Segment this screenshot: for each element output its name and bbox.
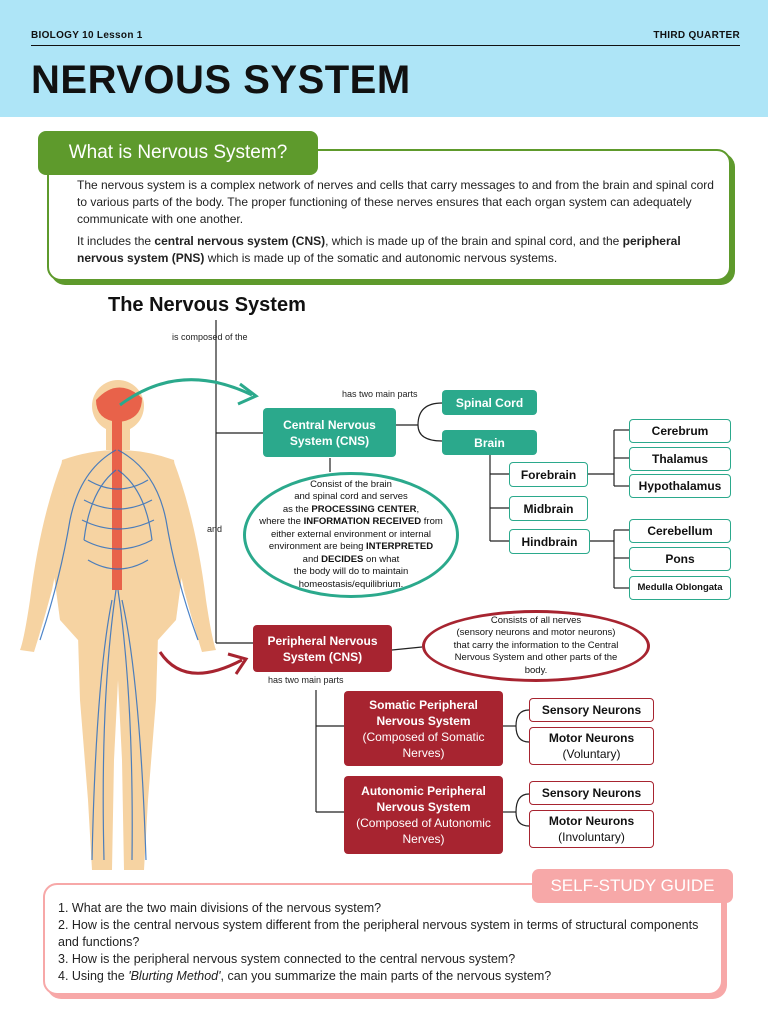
- motor-neurons-somatic: Motor Neurons (Voluntary): [529, 727, 654, 765]
- intro-heading: What is Nervous System?: [38, 131, 318, 175]
- page-header: BIOLOGY 10 Lesson 1 THIRD QUARTER NERVOU…: [0, 0, 768, 117]
- pons-box: Pons: [629, 547, 731, 571]
- pns-box: Peripheral Nervous System (CNS): [253, 625, 392, 672]
- header-divider: [31, 45, 740, 46]
- pns-description: Consists of all nerves (sensory neurons …: [422, 610, 650, 682]
- motor-neurons-autonomic: Motor Neurons (Involuntary): [529, 810, 654, 848]
- spinal-cord-box: Spinal Cord: [442, 390, 537, 415]
- quarter-label: THIRD QUARTER: [653, 30, 740, 41]
- human-body-illustration: [20, 380, 216, 870]
- somatic-box: Somatic Peripheral Nervous System (Compo…: [344, 691, 503, 766]
- intro-text: The nervous system is a complex network …: [77, 177, 717, 272]
- intro-box: [47, 149, 731, 281]
- and-label: and: [207, 524, 223, 534]
- question-4: 4. Using the 'Blurting Method', can you …: [58, 969, 552, 983]
- autonomic-title: Autonomic Peripheral Nervous System: [361, 784, 486, 814]
- cns-box: Central Nervous System (CNS): [263, 408, 396, 457]
- self-study-questions: 1. What are the two main divisions of th…: [58, 900, 718, 985]
- thalamus-box: Thalamus: [629, 447, 731, 471]
- autonomic-box: Autonomic Peripheral Nervous System (Com…: [344, 776, 503, 854]
- question-2: 2. How is the central nervous system dif…: [58, 918, 699, 949]
- cns-parts-label: has two main parts: [342, 389, 418, 399]
- course-label: BIOLOGY 10 Lesson 1: [31, 30, 143, 41]
- intro-paragraph-1: The nervous system is a complex network …: [77, 178, 714, 226]
- pns-parts-label: has two main parts: [268, 675, 344, 685]
- self-study-heading: SELF-STUDY GUIDE: [532, 869, 733, 903]
- hindbrain-box: Hindbrain: [509, 529, 590, 554]
- hypothalamus-box: Hypothalamus: [629, 474, 731, 498]
- midbrain-box: Midbrain: [509, 496, 588, 521]
- cerebrum-box: Cerebrum: [629, 419, 731, 443]
- page-title: NERVOUS SYSTEM: [31, 58, 411, 102]
- composed-label: is composed of the: [172, 332, 248, 342]
- question-3: 3. How is the peripheral nervous system …: [58, 952, 516, 966]
- intro-paragraph-2: It includes the central nervous system (…: [77, 234, 681, 265]
- medulla-box: Medulla Oblongata: [629, 576, 731, 600]
- cerebellum-box: Cerebellum: [629, 519, 731, 543]
- sensory-neurons-autonomic: Sensory Neurons: [529, 781, 654, 805]
- cns-description: Consist of the brain and spinal cord and…: [243, 472, 459, 598]
- diagram-title: The Nervous System: [108, 294, 306, 316]
- sensory-neurons-somatic: Sensory Neurons: [529, 698, 654, 722]
- forebrain-box: Forebrain: [509, 462, 588, 487]
- question-1: 1. What are the two main divisions of th…: [58, 901, 382, 915]
- somatic-subtitle: (Composed of Somatic Nerves): [362, 729, 485, 760]
- brain-box: Brain: [442, 430, 537, 455]
- autonomic-subtitle: (Composed of Autonomic Nerves): [356, 816, 491, 846]
- somatic-title: Somatic Peripheral Nervous System: [369, 697, 478, 728]
